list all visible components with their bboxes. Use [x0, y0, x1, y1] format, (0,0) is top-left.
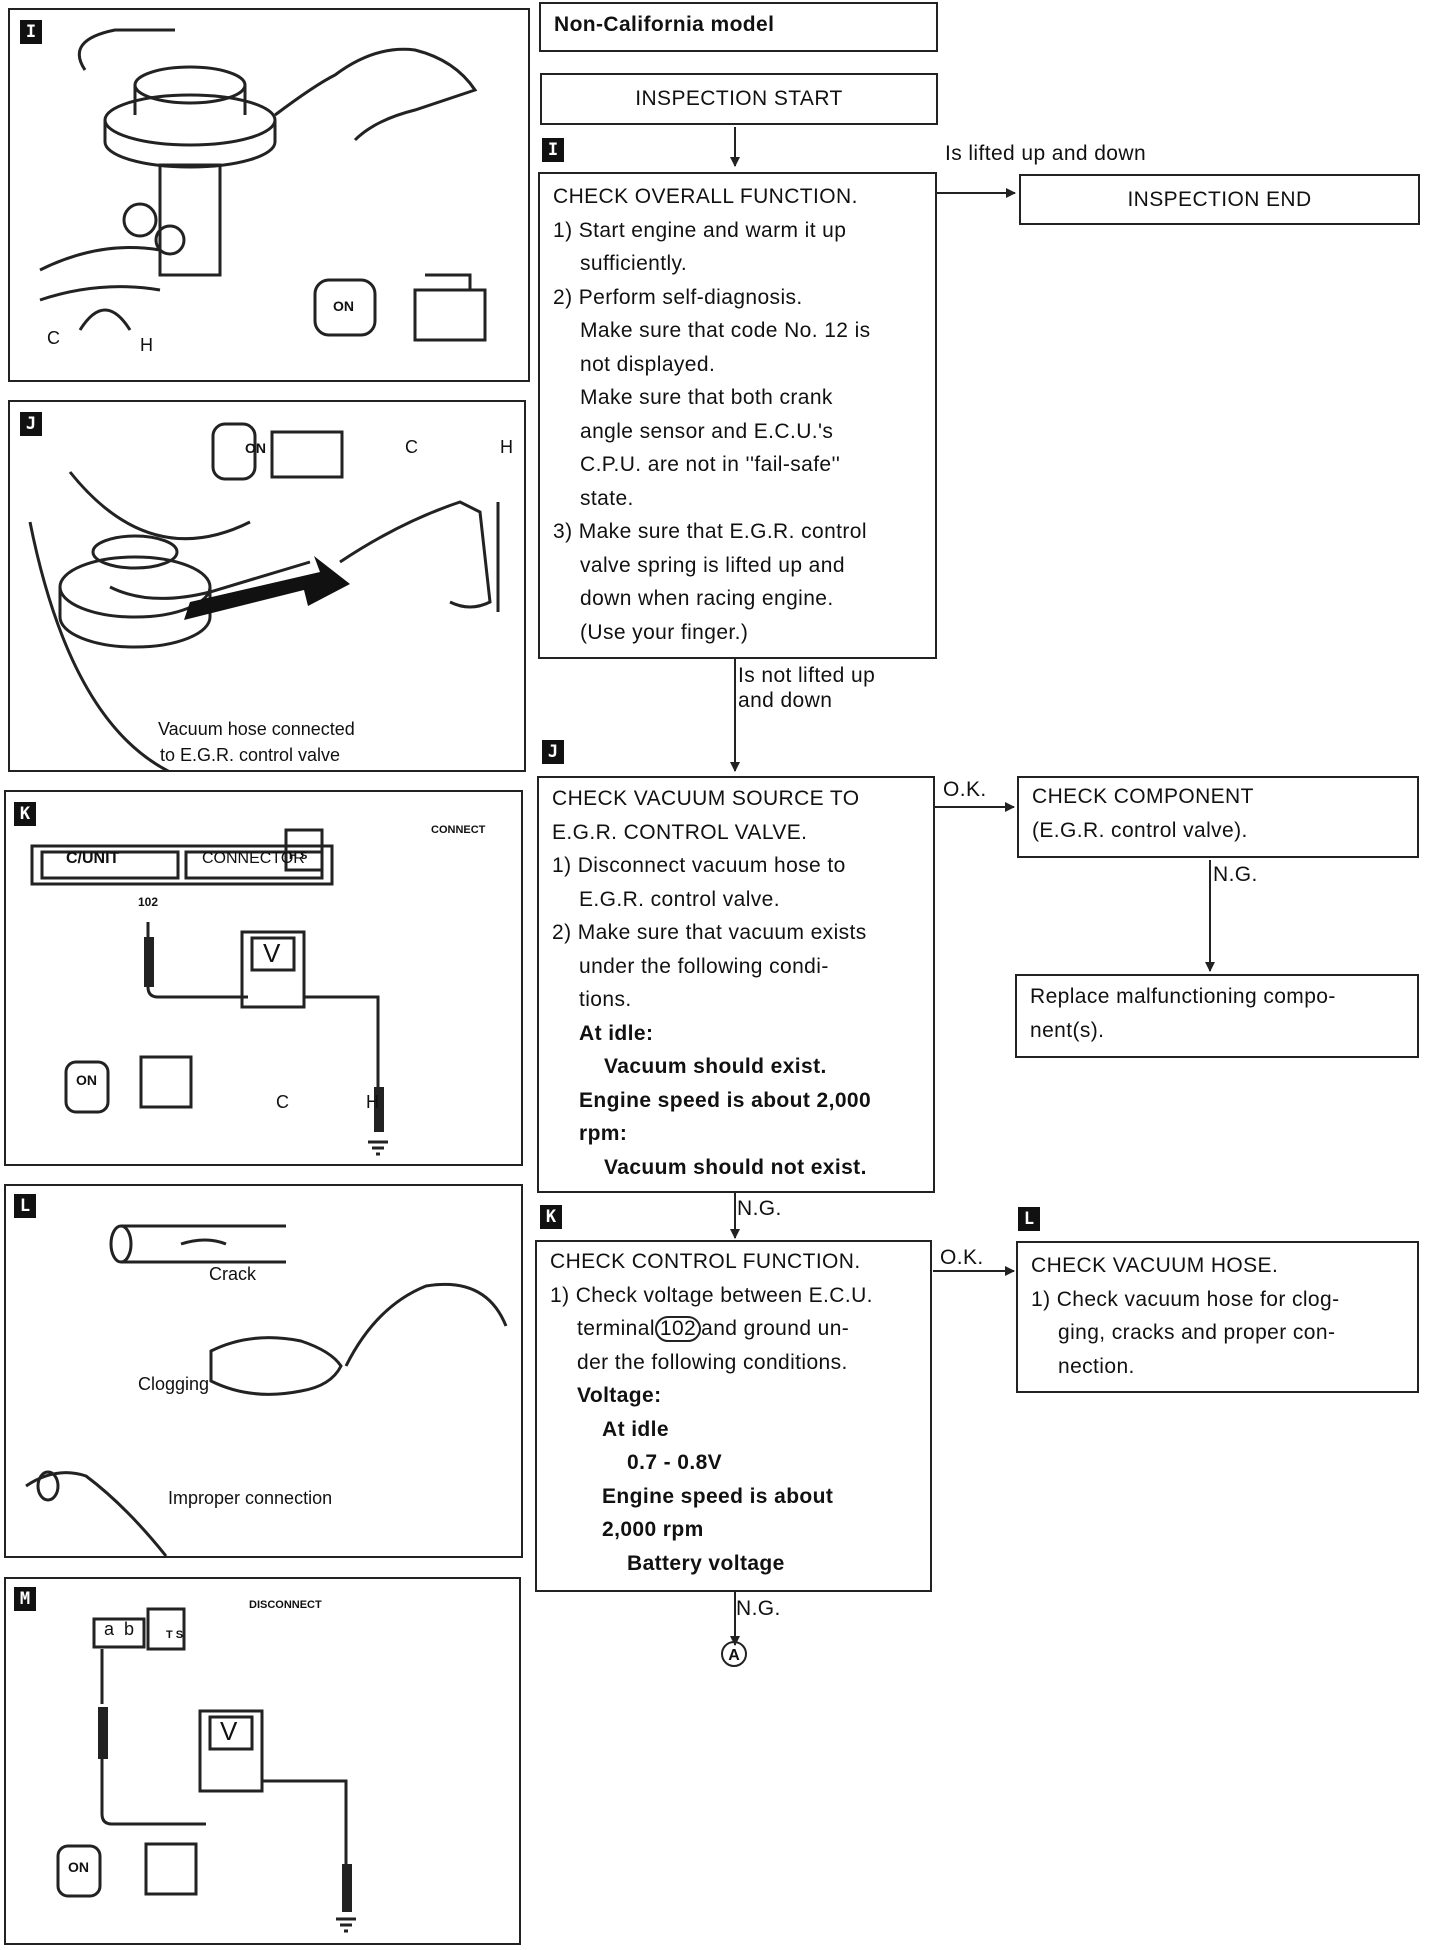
improper-connection-label: Improper connection [168, 1488, 333, 1508]
ecu-terminal-number: 102 [138, 895, 159, 909]
vacuum-hose-drawing [28, 422, 500, 774]
vacuum-hose-defects-drawing [25, 1224, 508, 1557]
label-not-lifted-1: Is not lifted up [738, 664, 876, 687]
panel-badge: L [14, 1194, 36, 1218]
hs-label: H S [289, 850, 308, 862]
panel-j-illustration: J C H ON Vacuum hose connected to E.G.R.… [8, 400, 526, 774]
step-j-check-vacuum-source: CHECK VACUUM SOURCE TO E.G.R. CONTROL VA… [537, 776, 935, 1193]
ecu-unit-label: C/UNIT [66, 850, 120, 867]
hose-caption-line1: Vacuum hose connected [158, 719, 355, 739]
step-k-badge: K [540, 1205, 562, 1229]
cold-label: C [276, 1092, 289, 1112]
label-ng-component: N.G. [1213, 863, 1258, 886]
step-i-badge: I [542, 138, 564, 162]
hot-label: H [140, 335, 153, 355]
hot-label: H [500, 437, 513, 457]
terminal-102-marker: 102 [654, 1316, 702, 1342]
ts-label: T S [166, 1629, 184, 1641]
step-k-check-control-function: CHECK CONTROL FUNCTION. 1) Check voltage… [535, 1240, 932, 1592]
step-i-check-overall-function: CHECK OVERALL FUNCTION. 1) Start engine … [538, 172, 937, 659]
panel-badge: J [20, 412, 42, 436]
hot-label: H [366, 1092, 379, 1112]
ignition-key-on-icon: ON [245, 440, 266, 456]
connect-label: CONNECT [431, 824, 486, 836]
inspection-end-box: INSPECTION END [1019, 174, 1420, 225]
voltmeter-icon: V [263, 938, 281, 968]
panel-l-illustration: L Crack Clogging Improper connection [4, 1184, 523, 1558]
page-title: Non-California model [539, 2, 938, 52]
label-ok-k: O.K. [940, 1246, 984, 1269]
voltmeter-icon: V [220, 1716, 238, 1746]
check-component-box: CHECK COMPONENT (E.G.R. control valve). [1017, 776, 1419, 858]
ts-voltage-check-drawing [56, 1607, 356, 1933]
pin-a-label: a [104, 1619, 115, 1639]
inspection-start-box: INSPECTION START [540, 73, 938, 125]
panel-badge: I [20, 20, 42, 44]
label-ok-j: O.K. [943, 778, 987, 801]
step-l-check-vacuum-hose: CHECK VACUUM HOSE. 1) Check vacuum hose … [1016, 1241, 1419, 1393]
connector-a-symbol: A [721, 1641, 747, 1667]
ecu-connector-label: CONNECTOR [202, 850, 305, 867]
cold-label: C [47, 328, 60, 348]
clogging-label: Clogging [138, 1374, 210, 1394]
label-lifted: Is lifted up and down [945, 142, 1147, 165]
egr-valve-finger-drawing [39, 28, 487, 342]
panel-m-illustration: M a b DISCONNECT T S V ON [4, 1577, 521, 1945]
replace-component-box: Replace malfunctioning compo- nent(s). [1015, 974, 1419, 1058]
hose-caption-line2: to E.G.R. control valve [160, 745, 341, 765]
ignition-key-on-icon: ON [68, 1859, 89, 1875]
ignition-key-on-icon: ON [76, 1072, 97, 1088]
ecu-voltage-check-drawing [30, 828, 388, 1156]
panel-badge: K [14, 802, 36, 826]
panel-i-illustration: I C H ON [8, 8, 530, 382]
label-ng-k: N.G. [736, 1597, 781, 1620]
cold-label: C [405, 437, 418, 457]
crack-label: Crack [209, 1264, 257, 1284]
step-l-badge: L [1018, 1207, 1040, 1231]
pin-b-label: b [124, 1619, 135, 1639]
label-ng-j: N.G. [737, 1197, 782, 1220]
label-not-lifted-2: and down [738, 689, 833, 712]
panel-k-illustration: K C/UNIT CONNECTOR 102 V CONNECT H S ON … [4, 790, 523, 1166]
panel-badge: M [14, 1587, 36, 1611]
disconnect-label: DISCONNECT [249, 1599, 322, 1611]
step-j-badge: J [542, 740, 564, 764]
ignition-key-on-icon: ON [333, 298, 354, 314]
